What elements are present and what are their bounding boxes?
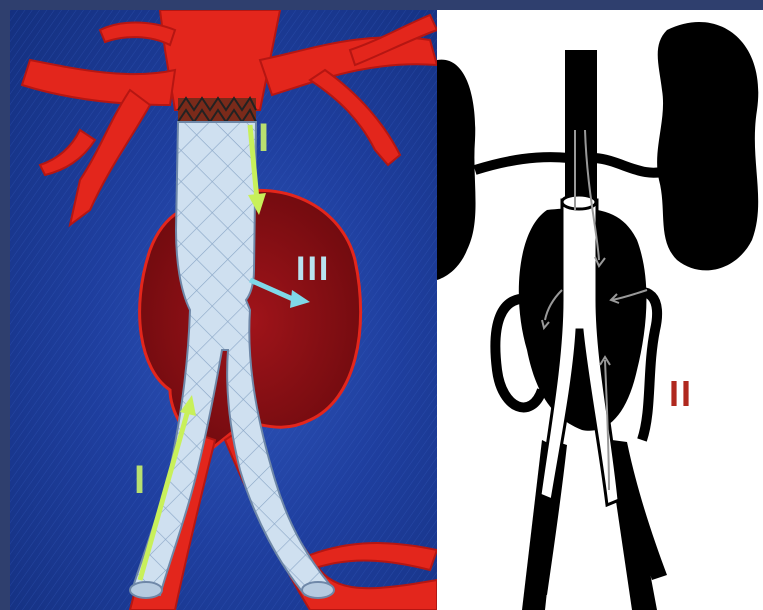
type-iii-label: III bbox=[296, 252, 330, 286]
type-ii-endoleak-schematic-icon bbox=[437, 10, 763, 610]
left-illustration-panel: I III I bbox=[10, 10, 437, 610]
type-i-label-top: I bbox=[258, 118, 271, 158]
type-i-label-bottom: I bbox=[134, 460, 147, 500]
endograft-aneurysm-illustration-icon bbox=[10, 10, 437, 610]
type-ii-label: II bbox=[669, 376, 693, 412]
right-schematic-panel: II bbox=[437, 10, 763, 610]
stent-graft-crown bbox=[178, 98, 256, 124]
